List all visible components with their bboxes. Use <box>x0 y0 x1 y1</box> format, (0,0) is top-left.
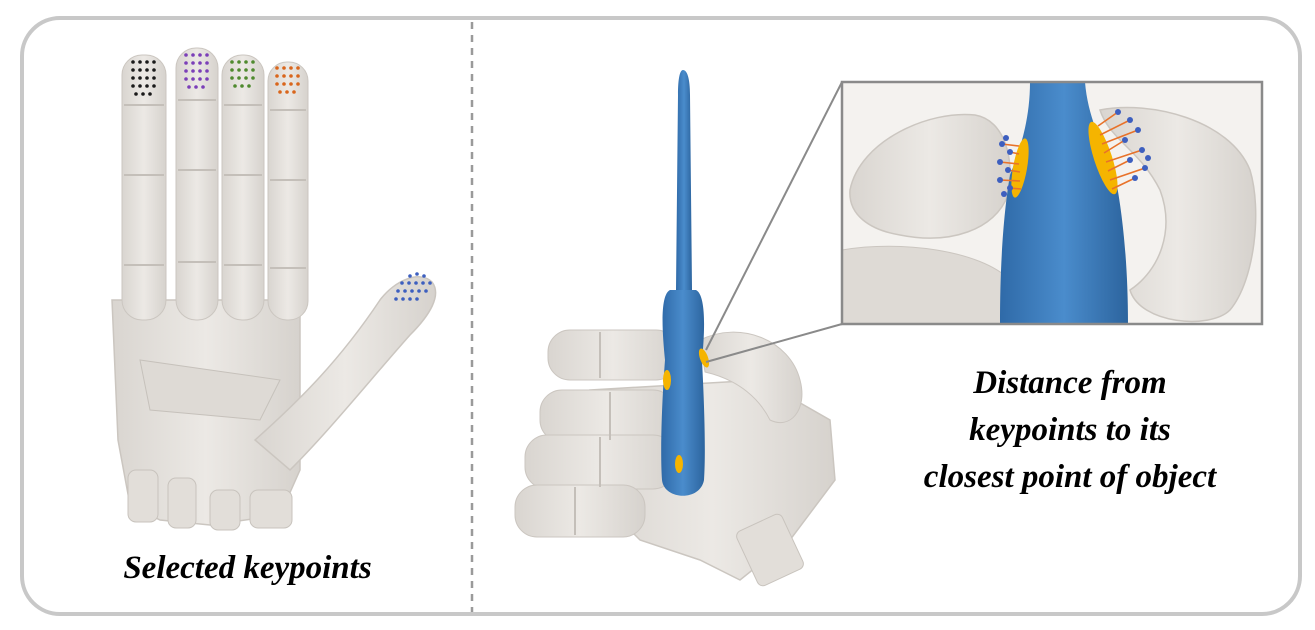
right-caption-line-1: Distance from <box>973 365 1167 401</box>
keypoints-left <box>997 135 1013 197</box>
keypoints-finger-3 <box>230 60 255 88</box>
left-hand-model <box>111 47 437 531</box>
contact-patch-right <box>1088 121 1118 195</box>
right-caption-line-3: closest point of object <box>923 459 1217 495</box>
left-panel-caption: Selected keypoints <box>123 550 372 586</box>
grasping-hand-model <box>514 329 836 587</box>
keypoints-finger-4 <box>275 66 300 94</box>
keypoints-finger-2 <box>184 53 209 89</box>
keypoints-thumb <box>394 272 432 301</box>
zoom-callout-line-bottom <box>705 323 843 363</box>
screwdriver <box>661 70 705 496</box>
contact-patch-left <box>1011 138 1029 198</box>
right-panel-caption: Distance from keypoints to its closest p… <box>870 360 1270 501</box>
zoom-callout-line-top <box>705 81 843 351</box>
keypoints-finger-1 <box>131 60 156 96</box>
zoom-inset <box>840 80 1264 326</box>
keypoints-right <box>1115 109 1151 181</box>
distance-lines-right <box>1097 111 1146 190</box>
contact-patches-small <box>663 348 710 473</box>
right-caption-line-2: keypoints to its <box>969 412 1171 448</box>
